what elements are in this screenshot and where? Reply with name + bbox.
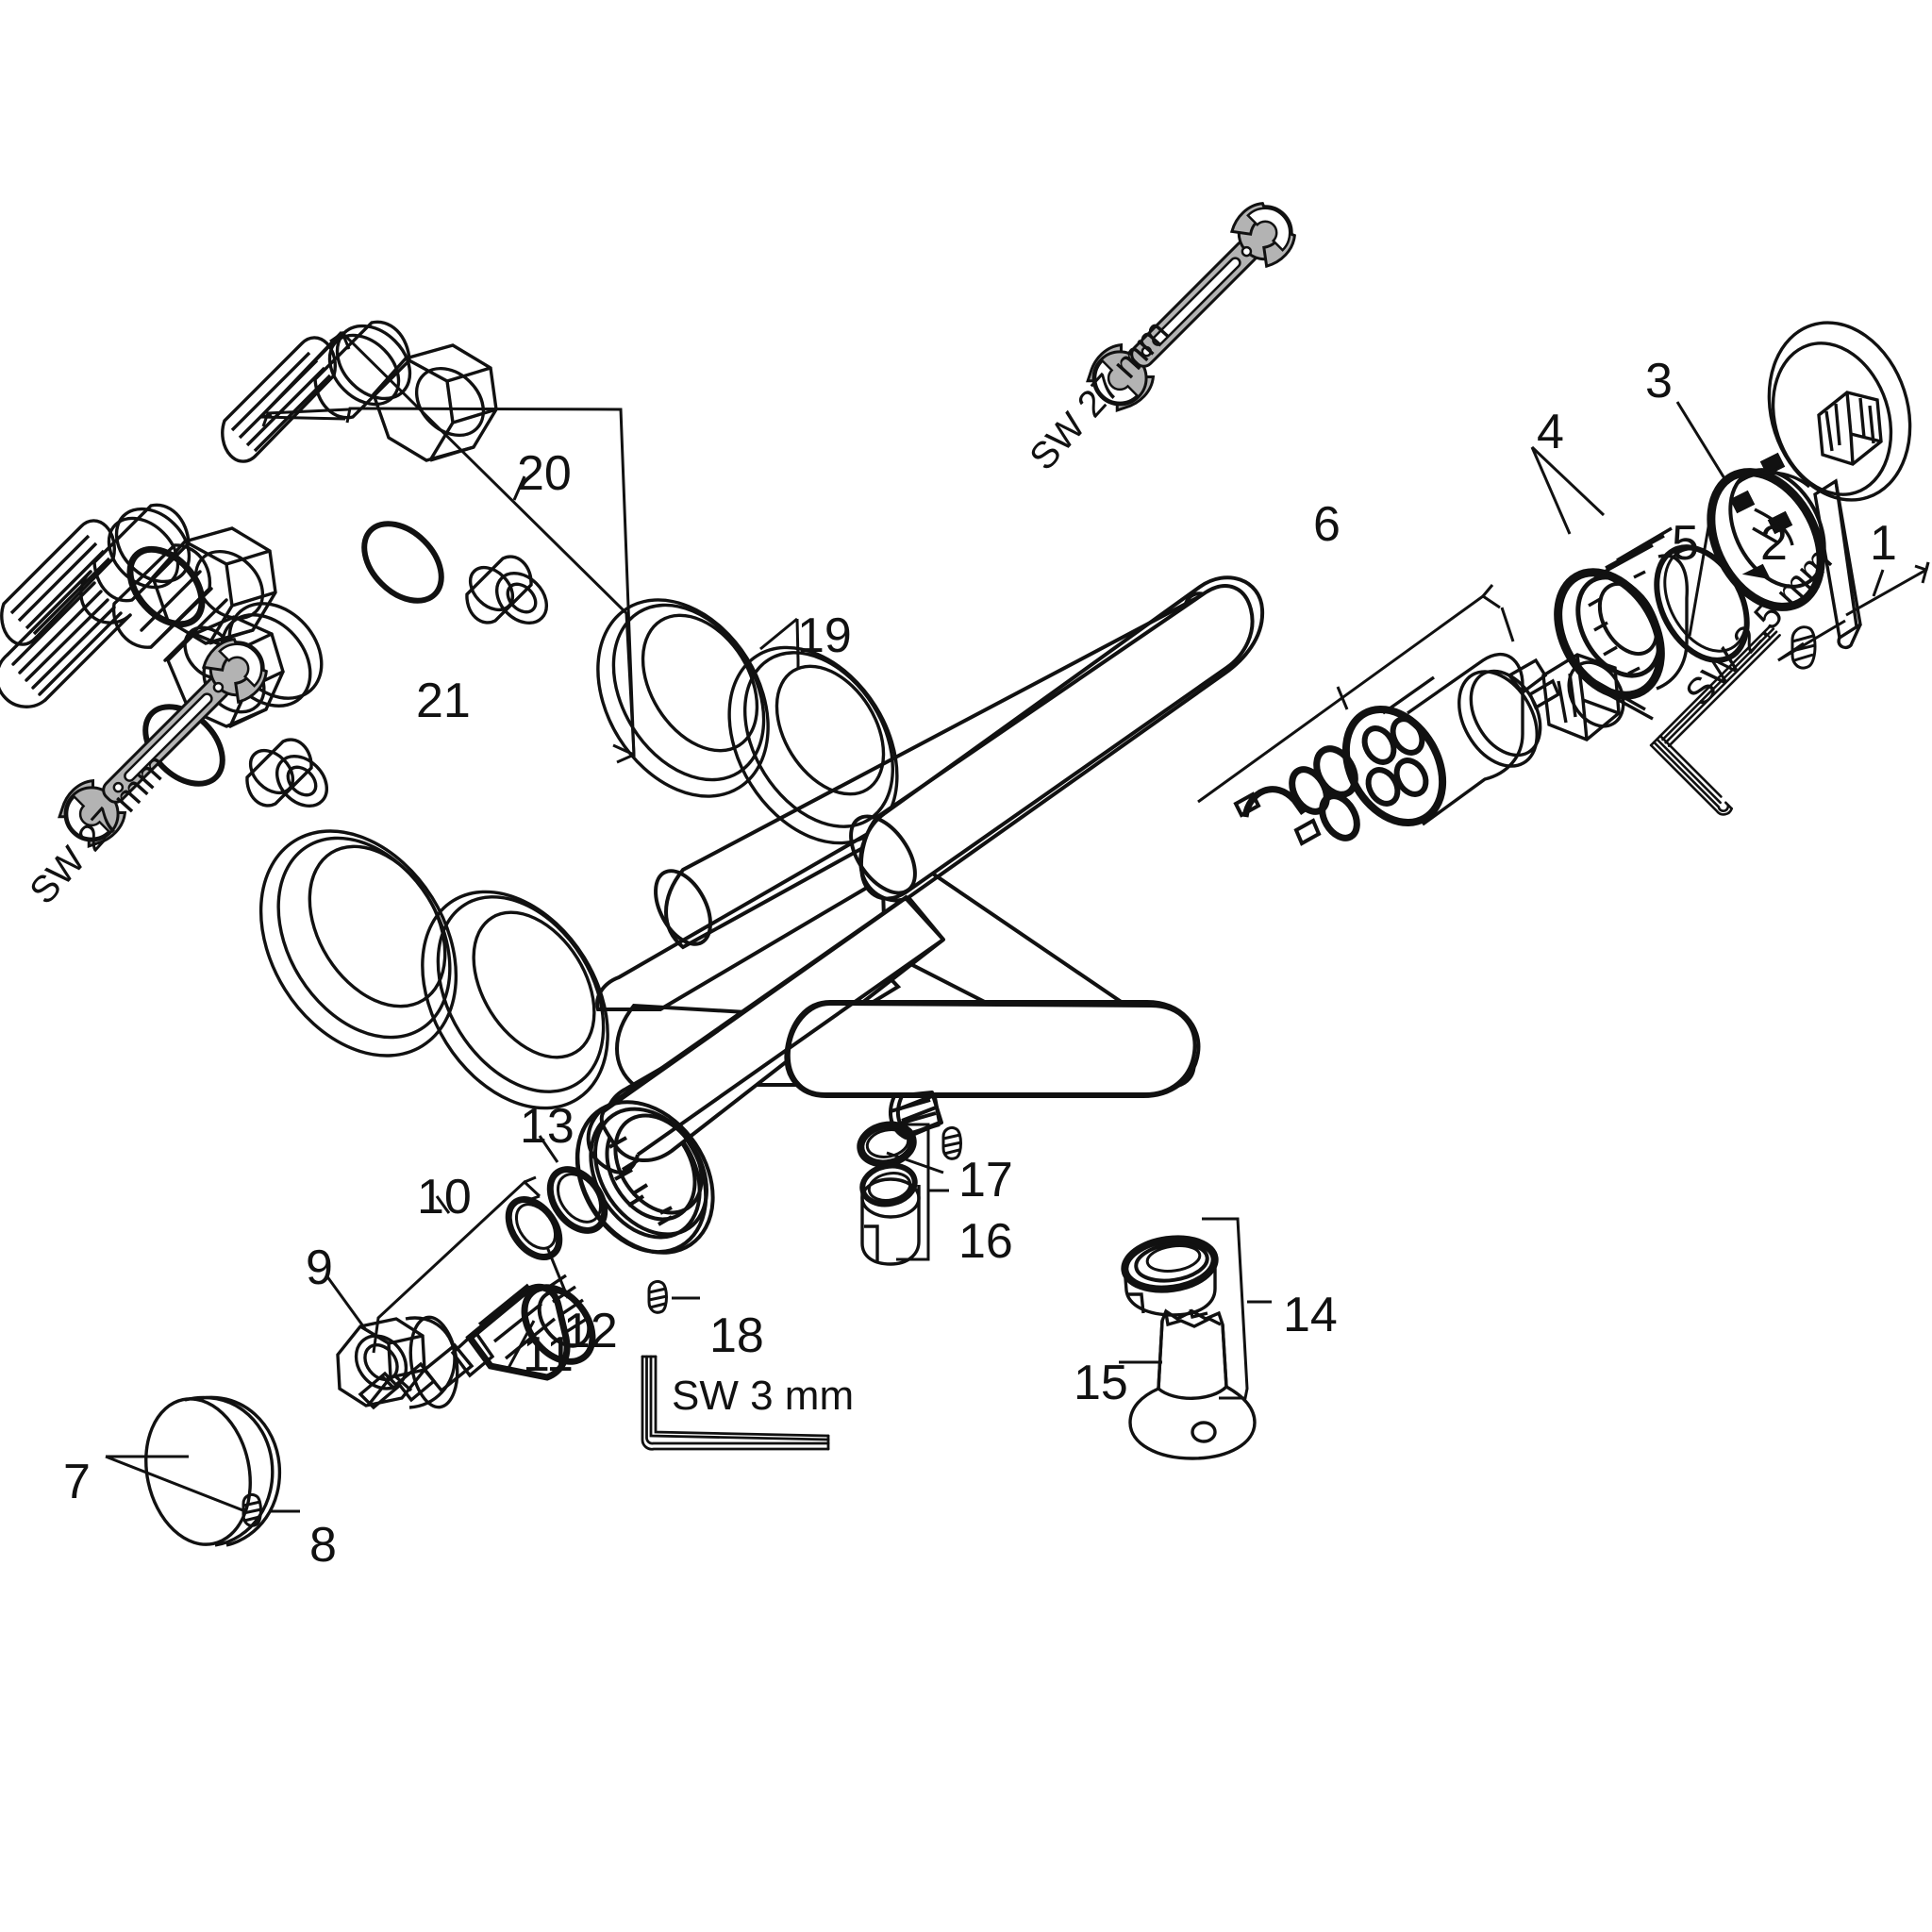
callout-11: 11 bbox=[523, 1327, 574, 1382]
part-cartridge-assembly bbox=[1233, 653, 1625, 846]
tool-hex-key-25 bbox=[1649, 625, 1781, 816]
part-mixer-body-outline bbox=[575, 575, 1265, 1255]
callout-5: 5 bbox=[1672, 516, 1699, 571]
callout-14: 14 bbox=[1283, 1288, 1338, 1342]
part-grub-screw-diverter bbox=[647, 1279, 668, 1314]
callout-4: 4 bbox=[1537, 405, 1564, 459]
callout-10: 10 bbox=[417, 1170, 472, 1224]
part-grub-screw-outlet bbox=[941, 1125, 962, 1160]
tool-wrench-left bbox=[58, 638, 268, 848]
callout-21: 21 bbox=[416, 674, 471, 728]
leaders-14-15 bbox=[1119, 1217, 1272, 1400]
callout-15: 15 bbox=[1074, 1356, 1128, 1410]
part-diverter-cartridge bbox=[1121, 1235, 1219, 1320]
tool-wrench-right bbox=[1086, 202, 1296, 412]
callout-6: 6 bbox=[1313, 497, 1341, 552]
callout-18: 18 bbox=[709, 1308, 764, 1363]
tool-label-sw3: SW 3 mm bbox=[672, 1373, 855, 1419]
callout-20: 20 bbox=[517, 446, 572, 501]
part-escutcheon-rings bbox=[258, 598, 899, 1110]
callout-1: 1 bbox=[1870, 516, 1897, 571]
leader-19 bbox=[759, 617, 800, 670]
part-grub-screw-cap bbox=[242, 1492, 262, 1527]
part-cover-cap bbox=[144, 1395, 282, 1547]
part-s-union-upper bbox=[221, 320, 549, 625]
callout-3: 3 bbox=[1645, 354, 1673, 408]
part-diverter-body bbox=[1128, 1308, 1257, 1460]
callout-12: 12 bbox=[563, 1304, 618, 1358]
callout-7: 7 bbox=[63, 1455, 91, 1509]
callout-9: 9 bbox=[306, 1241, 333, 1295]
part-threaded-collar-nut bbox=[1554, 526, 1689, 721]
part-lever-handle bbox=[1767, 321, 1912, 650]
part-mixer-body-silhouette bbox=[599, 584, 1255, 1163]
leaders-lower-left bbox=[105, 1135, 700, 1513]
callout-19: 19 bbox=[797, 608, 852, 663]
part-check-valve bbox=[358, 1274, 596, 1410]
part-hex-cap-nut bbox=[336, 1315, 459, 1409]
tool-hex-key-3 bbox=[641, 1355, 830, 1451]
part-o-rings-check-valve bbox=[505, 1166, 608, 1260]
part-handle-adapter-ring bbox=[1707, 452, 1826, 611]
callout-2: 2 bbox=[1760, 516, 1788, 571]
leaders-right bbox=[1197, 401, 1930, 804]
part-union-lower-left-detail bbox=[0, 503, 329, 808]
callout-13: 13 bbox=[520, 1099, 575, 1154]
callout-17: 17 bbox=[958, 1153, 1013, 1208]
callout-16: 16 bbox=[958, 1214, 1013, 1269]
part-outlet-sleeve bbox=[857, 1121, 921, 1266]
callout-8: 8 bbox=[309, 1518, 337, 1573]
part-s-union-lower-left bbox=[0, 543, 324, 728]
leaders-16-17 bbox=[886, 1123, 949, 1261]
